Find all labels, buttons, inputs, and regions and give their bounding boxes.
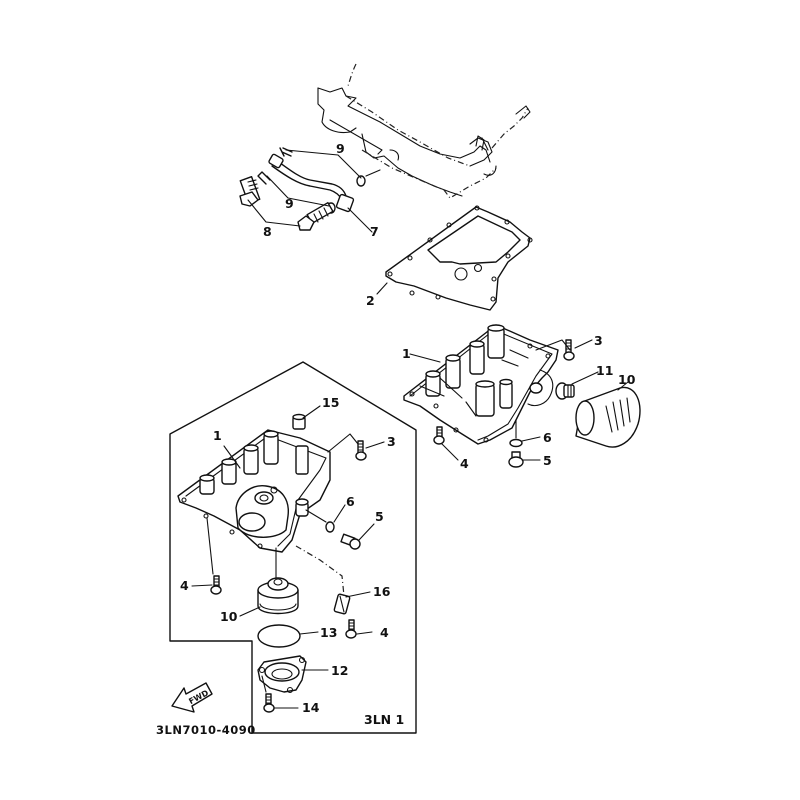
bolt-3-inset xyxy=(355,440,367,461)
fwd-direction-arrow: FWD xyxy=(171,682,213,713)
o-ring-13 xyxy=(257,624,301,648)
bolt-3-main xyxy=(563,339,575,361)
union-bolt-8-upper xyxy=(239,175,261,207)
callout-4-inset-b: 4 xyxy=(380,625,389,640)
union-bolt-8-lower xyxy=(297,201,334,231)
bolt-4-inset-a xyxy=(210,575,222,595)
callout-13: 13 xyxy=(320,625,337,640)
callout-10-inset: 10 xyxy=(220,609,238,624)
oil-pipe-7 xyxy=(275,159,347,197)
callout-14: 14 xyxy=(302,700,320,715)
pipe-end-fitting xyxy=(279,147,293,157)
figure-code: 3LN7010-4090 xyxy=(156,723,256,737)
bolt-14 xyxy=(263,693,275,713)
callout-15: 15 xyxy=(322,395,339,410)
bolt-4-inset-b xyxy=(345,619,357,639)
variant-label: 3LN 1 xyxy=(364,712,404,727)
callout-5-inset: 5 xyxy=(375,509,384,524)
drain-plug-5-inset xyxy=(340,533,361,550)
callout-16: 16 xyxy=(373,584,391,599)
crankcase-outline xyxy=(317,63,531,199)
inset-frame xyxy=(169,361,417,734)
callout-4-main: 4 xyxy=(460,456,469,471)
callout-12: 12 xyxy=(331,663,348,678)
callout-1-main: 1 xyxy=(402,346,411,361)
pipe-banjo-upper xyxy=(268,153,284,169)
oil-delivery-pipe-group xyxy=(239,147,366,231)
callout-1-inset: 1 xyxy=(213,428,222,443)
washer-6-inset xyxy=(325,521,335,533)
oil-pan-gasket-2 xyxy=(385,205,533,311)
oil-pan-1-main xyxy=(403,324,559,445)
callout-4-inset-a: 4 xyxy=(180,578,189,593)
callout-9-upper: 9 xyxy=(336,141,345,156)
leaders-inset xyxy=(191,405,385,709)
pipe-banjo-lower xyxy=(335,193,355,213)
oil-filter-10-main xyxy=(575,386,641,448)
callouts: 9 9 8 7 2 1 3 11 10 6 5 4 1 15 3 6 5 4 1… xyxy=(156,141,636,737)
oil-pan-1-inset xyxy=(177,429,331,553)
callout-3-main: 3 xyxy=(594,333,603,348)
callout-2: 2 xyxy=(366,293,375,308)
bolt-4-main xyxy=(433,426,445,445)
washer-6-main xyxy=(509,438,523,448)
union-bolt-11 xyxy=(555,382,575,400)
small-bolt-fitting xyxy=(257,171,271,185)
leaders-top xyxy=(247,149,381,233)
callout-9-lower: 9 xyxy=(285,196,294,211)
oil-filter-10-inset xyxy=(257,577,299,615)
callout-6-main: 6 xyxy=(543,430,552,445)
washer-9-upper xyxy=(356,175,366,187)
callout-10-main: 10 xyxy=(618,372,636,387)
filter-cover-12 xyxy=(257,655,307,694)
callout-3-inset: 3 xyxy=(387,434,396,449)
leader-2 xyxy=(376,282,388,295)
dowel-pin-15 xyxy=(292,413,306,430)
callout-6-inset: 6 xyxy=(346,494,355,509)
callout-7: 7 xyxy=(370,224,379,239)
callout-5-main: 5 xyxy=(543,453,552,468)
callout-11: 11 xyxy=(596,363,613,378)
clamp-16 xyxy=(333,593,351,615)
callout-8: 8 xyxy=(263,224,272,239)
drain-plug-5-main xyxy=(508,451,524,468)
leaders-main xyxy=(409,339,629,461)
